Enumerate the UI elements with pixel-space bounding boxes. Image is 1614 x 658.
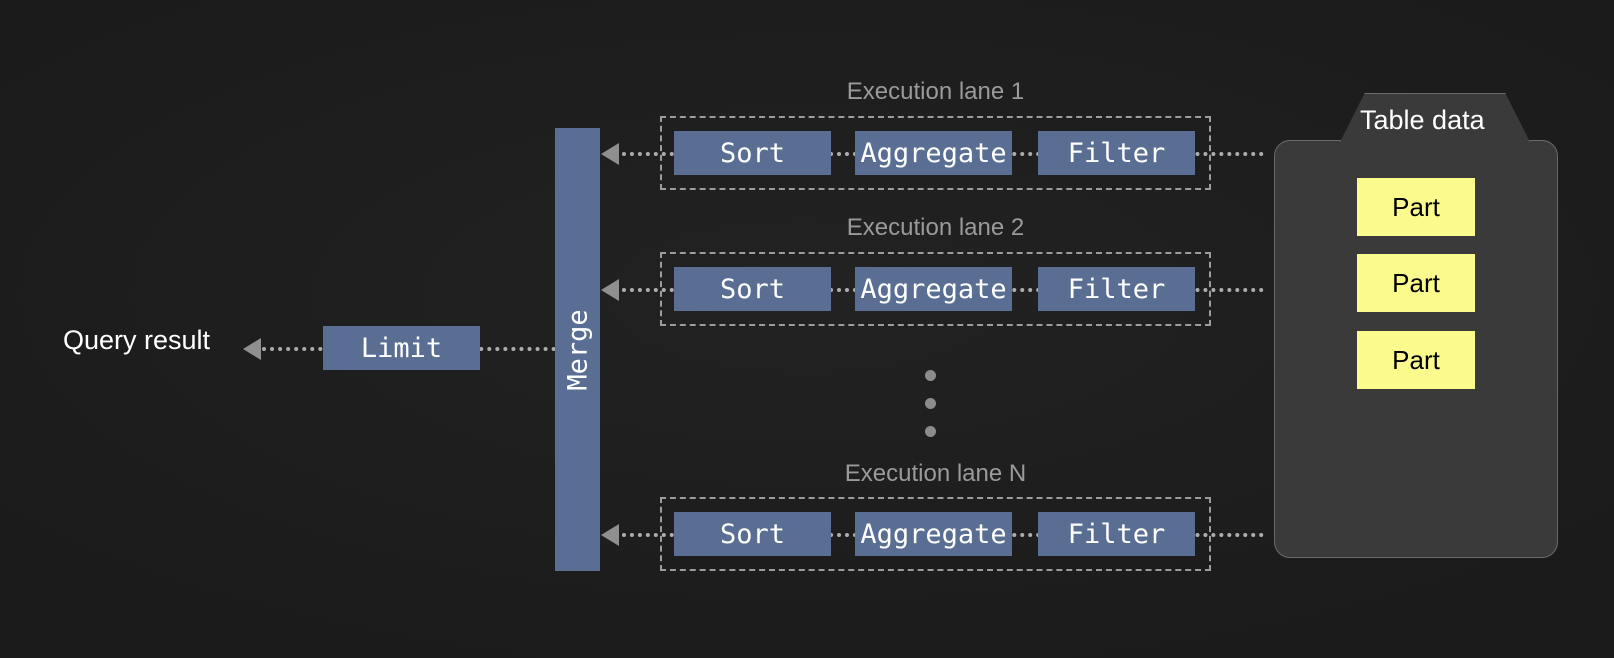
lane-2-stage-sort[interactable]: Sort	[674, 267, 831, 311]
lane-2-stage-sort-label: Sort	[719, 273, 786, 305]
lane-n-stage-aggregate[interactable]: Aggregate	[855, 512, 1012, 556]
lane-1-stage-sort-label: Sort	[719, 137, 786, 169]
lane-n-stage-sort[interactable]: Sort	[674, 512, 831, 556]
stage-merge[interactable]: Merge	[555, 128, 600, 571]
lanes-ellipsis-icon	[925, 370, 936, 437]
arrow-to-query-result-icon	[243, 338, 261, 360]
lane-1-stage-aggregate-label: Aggregate	[860, 137, 1007, 169]
table-data-title: Table data	[1360, 105, 1485, 135]
lane-title-2: Execution lane 2	[846, 214, 1025, 241]
arrow-lane-1-to-merge-icon	[601, 143, 619, 165]
table-part-1-label: Part	[1392, 191, 1440, 222]
table-part-2-label: Part	[1392, 267, 1440, 298]
lane-n-stage-aggregate-label: Aggregate	[860, 518, 1007, 550]
lane-2-stage-aggregate-label: Aggregate	[860, 273, 1007, 305]
lane-title-n: Execution lane N	[844, 460, 1027, 487]
lane-1-stage-filter[interactable]: Filter	[1038, 131, 1195, 175]
lane-n-stage-sort-label: Sort	[719, 518, 786, 550]
lane-title-1: Execution lane 1	[846, 78, 1025, 105]
stage-limit-label: Limit	[360, 332, 443, 364]
lane-1-stage-filter-label: Filter	[1067, 137, 1166, 169]
stage-limit[interactable]: Limit	[323, 326, 480, 370]
table-part-3-label: Part	[1392, 344, 1440, 375]
lane-1-stage-sort[interactable]: Sort	[674, 131, 831, 175]
lane-2-stage-filter-label: Filter	[1067, 273, 1166, 305]
table-part-1[interactable]: Part	[1357, 178, 1475, 236]
table-part-2[interactable]: Part	[1357, 254, 1475, 312]
arrow-lane-n-to-merge-icon	[601, 524, 619, 546]
lane-n-stage-filter[interactable]: Filter	[1038, 512, 1195, 556]
lane-2-stage-filter[interactable]: Filter	[1038, 267, 1195, 311]
stage-merge-label: Merge	[562, 308, 593, 391]
lane-1-stage-aggregate[interactable]: Aggregate	[855, 131, 1012, 175]
arrow-lane-2-to-merge-icon	[601, 279, 619, 301]
lane-n-stage-filter-label: Filter	[1067, 518, 1166, 550]
query-result-label: Query result	[63, 325, 211, 355]
lane-2-stage-aggregate[interactable]: Aggregate	[855, 267, 1012, 311]
table-part-3[interactable]: Part	[1357, 331, 1475, 389]
